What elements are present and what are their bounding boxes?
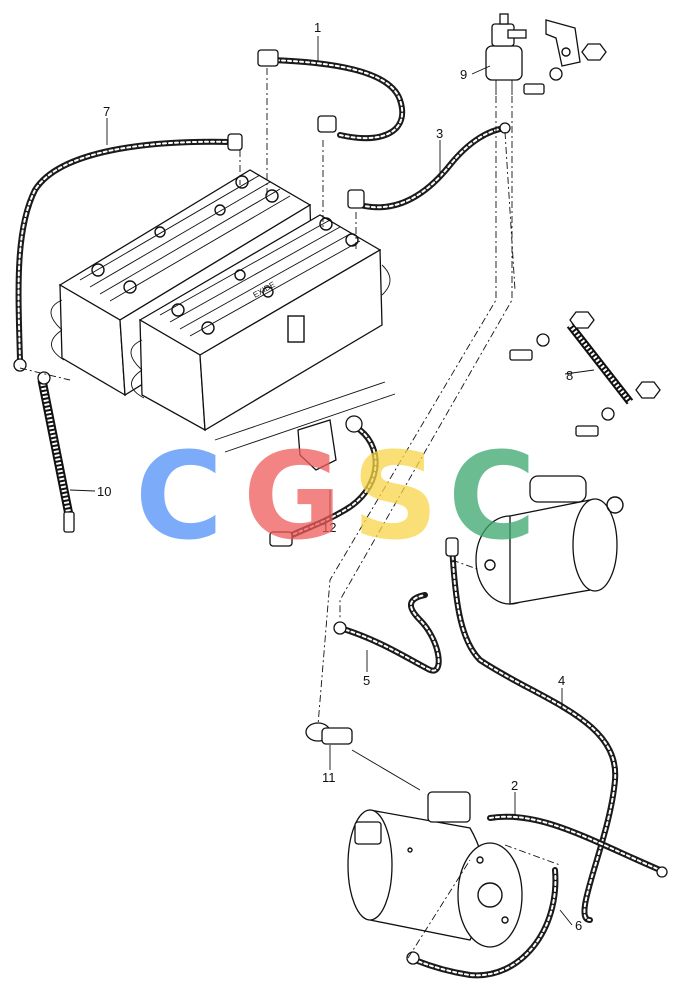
- cable-10-ground-strap: [37, 371, 75, 533]
- cable-1: [257, 49, 406, 142]
- cable-7: [13, 133, 243, 372]
- cable-3: [347, 122, 511, 211]
- callout-12: 12: [322, 520, 336, 535]
- callout-4: 4: [558, 673, 565, 688]
- starter-motor-upper: [475, 475, 624, 605]
- callout-1: 1: [314, 20, 321, 35]
- cable-8-strap: [509, 311, 661, 437]
- watermark-letter-1: C: [135, 428, 223, 567]
- callout-8: 8: [566, 368, 573, 383]
- callout-2: 2: [511, 778, 518, 793]
- callout-leaders: [69, 36, 595, 926]
- starter-motor-lower: [347, 791, 523, 948]
- battery-isolator-switch: [485, 13, 527, 95]
- callout-9: 9: [460, 67, 467, 82]
- cable-5: [333, 592, 442, 674]
- battery-right: EXIDE: [130, 214, 391, 432]
- connector-11: [305, 722, 421, 791]
- watermark-letter-3: S: [352, 428, 438, 567]
- callout-5: 5: [363, 673, 370, 688]
- cable-2: [487, 813, 668, 878]
- watermark-letter-2: G: [243, 428, 342, 567]
- cable-12: [269, 415, 379, 547]
- callout-10: 10: [97, 484, 111, 499]
- mounting-bracket: [523, 19, 607, 95]
- cable-6: [406, 867, 559, 979]
- mounting-plate-lines: [214, 381, 396, 453]
- leader-lines: [19, 68, 561, 959]
- callout-7: 7: [103, 104, 110, 119]
- callout-6: 6: [575, 918, 582, 933]
- cable-4: [445, 537, 619, 923]
- callout-3: 3: [436, 126, 443, 141]
- watermark: C G S C: [135, 428, 536, 567]
- watermark-letter-4: C: [448, 428, 536, 567]
- callout-11: 11: [322, 770, 336, 785]
